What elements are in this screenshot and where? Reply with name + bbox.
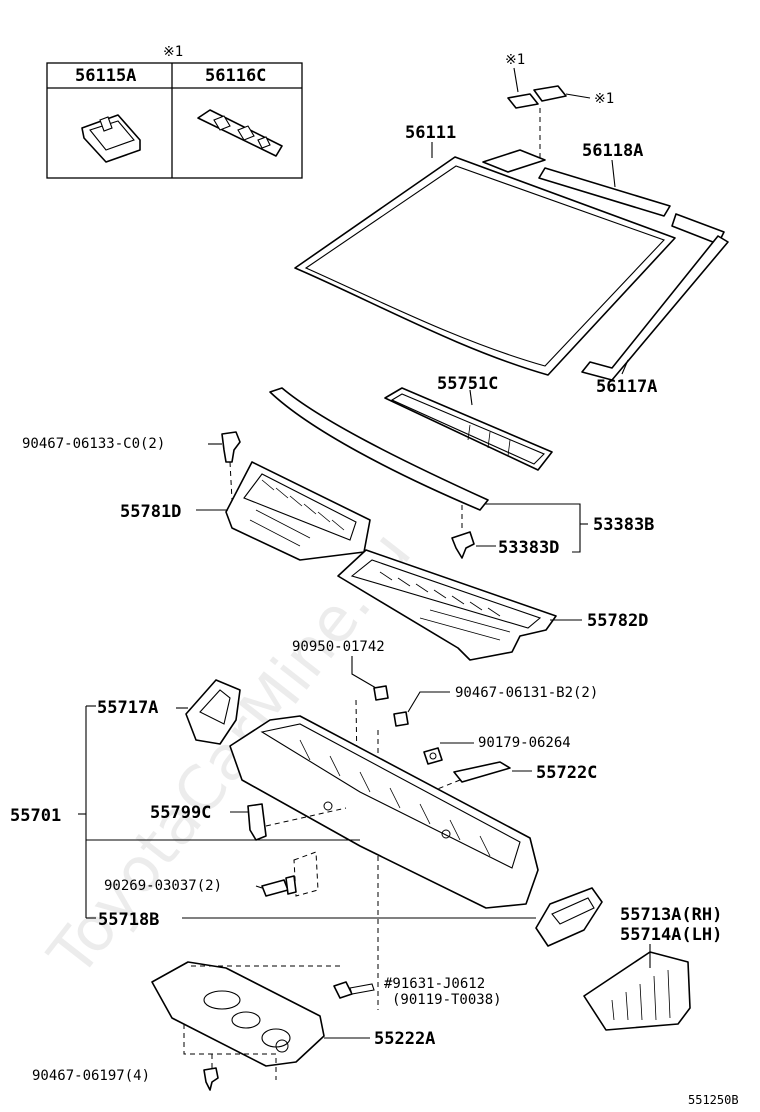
label-53383D: 53383D [498, 538, 559, 558]
clip-53383D [451, 505, 496, 559]
clip-56115A [81, 114, 141, 163]
clip-56116C [197, 109, 283, 157]
bracket-55714A [583, 944, 691, 1031]
label-56111: 56111 [405, 123, 456, 143]
bolt-91631-J0612 [333, 981, 375, 999]
bracket-55799C [230, 803, 267, 841]
nut-90950-01742 [351, 656, 389, 841]
footer-code: 551250B [688, 1093, 739, 1107]
label-55782D: 55782D [587, 611, 648, 631]
callout-55701 [78, 705, 536, 919]
clip-90467-06133 [208, 431, 241, 501]
panel-55222A [151, 961, 370, 1080]
molding-56117A [581, 213, 729, 381]
label-90269-03037: 90269-03037(2) [104, 878, 222, 894]
seal-55751C [384, 387, 553, 471]
label-55751C: 55751C [437, 374, 498, 394]
inset-col2-label: 56116C [205, 66, 266, 86]
inset-box: ※1 56115A 56116C [46, 44, 303, 179]
label-90179-06264: 90179-06264 [478, 735, 571, 751]
label-90119-T0038: (90119-T0038) [392, 992, 502, 1008]
label-55714A: 55714A(LH) [620, 925, 722, 945]
label-90950-01742: 90950-01742 [292, 639, 385, 655]
label-55713A: 55713A(RH) [620, 905, 722, 925]
label-90467-06133: 90467-06133-C0(2) [22, 436, 165, 452]
top-clips [507, 67, 591, 158]
inset-col1-label: 56115A [75, 66, 136, 86]
label-53383B: 53383B [593, 515, 654, 535]
note-mark-left: ※1 [505, 52, 525, 68]
cowl-louver-55781D [196, 461, 371, 561]
bracket-55713A [535, 887, 603, 947]
label-56118A: 56118A [582, 141, 643, 161]
cowl-panel-55701 [229, 715, 539, 909]
label-55701: 55701 [10, 806, 61, 826]
inset-note: ※1 [163, 44, 183, 60]
label-55718B: 55718B [98, 910, 159, 930]
bolt-90269-03037 [255, 851, 319, 897]
bracket-55722C [409, 761, 532, 801]
note-mark-right: ※1 [594, 91, 614, 107]
windshield-glass [294, 142, 676, 376]
label-56117A: 56117A [596, 377, 657, 397]
label-55722C: 55722C [536, 763, 597, 783]
nut-90179-06264 [423, 742, 474, 765]
label-55781D: 55781D [120, 502, 181, 522]
hood-seal-53383B [269, 387, 588, 553]
molding-56118A [482, 149, 671, 217]
label-90467-06131: 90467-06131-B2(2) [455, 685, 598, 701]
label-91631-J0612: #91631-J0612 [384, 976, 485, 992]
bracket-55717A [176, 679, 241, 745]
cowl-louver-55782D [337, 549, 582, 661]
label-90467-06197: 90467-06197(4) [32, 1068, 150, 1084]
label-55717A: 55717A [97, 698, 158, 718]
clip-90467-06197 [203, 1067, 219, 1091]
label-55222A: 55222A [374, 1029, 435, 1049]
label-55799C: 55799C [150, 803, 211, 823]
